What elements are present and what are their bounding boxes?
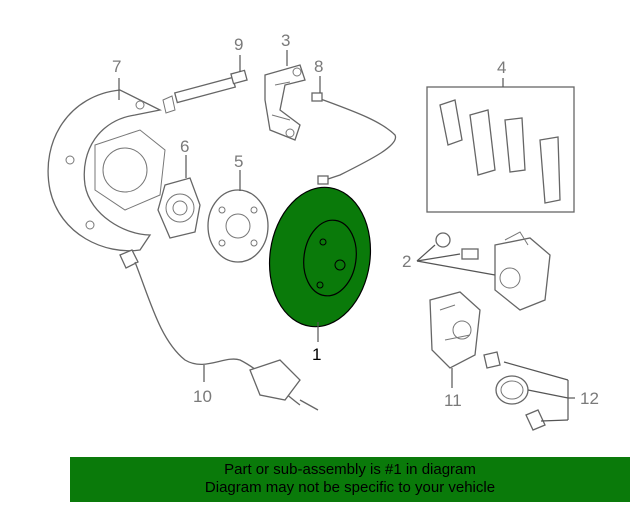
hardware-kit-part[interactable] [483,351,546,431]
callout-11: 11 [444,391,462,410]
brake-hose-part[interactable] [311,92,397,185]
callout-3: 3 [281,31,290,50]
banner-line-1: Part or sub-assembly is #1 in diagram [224,461,476,478]
callout-6: 6 [180,137,189,156]
callout-12: 12 [580,389,599,408]
callout-10: 10 [193,387,212,406]
callout-2: 2 [402,252,411,271]
wheel-hub-part[interactable] [207,189,269,263]
callout-7: 7 [112,57,121,76]
caliper-actuator-part[interactable] [429,291,481,369]
wheel-bearing-part[interactable] [157,177,201,239]
callout-4: 4 [497,58,506,77]
callout-1: 1 [312,345,321,364]
sensor-part-9[interactable] [162,69,248,114]
speed-sensor-wire-part[interactable] [119,249,319,411]
info-banner: Part or sub-assembly is #1 in diagram Di… [70,457,630,502]
brake-rotor-part[interactable] [261,181,380,334]
callout-8: 8 [314,57,323,76]
caliper-part[interactable] [435,231,551,311]
dust-shield-part[interactable] [47,89,166,252]
callout-9: 9 [234,35,243,54]
callout-5: 5 [234,152,243,171]
brake-pad-set-part[interactable] [426,86,575,213]
parts-diagram: 7 9 3 8 4 6 [47,31,599,431]
banner-line-2: Diagram may not be specific to your vehi… [204,479,496,496]
caliper-bracket-part[interactable] [264,64,306,141]
